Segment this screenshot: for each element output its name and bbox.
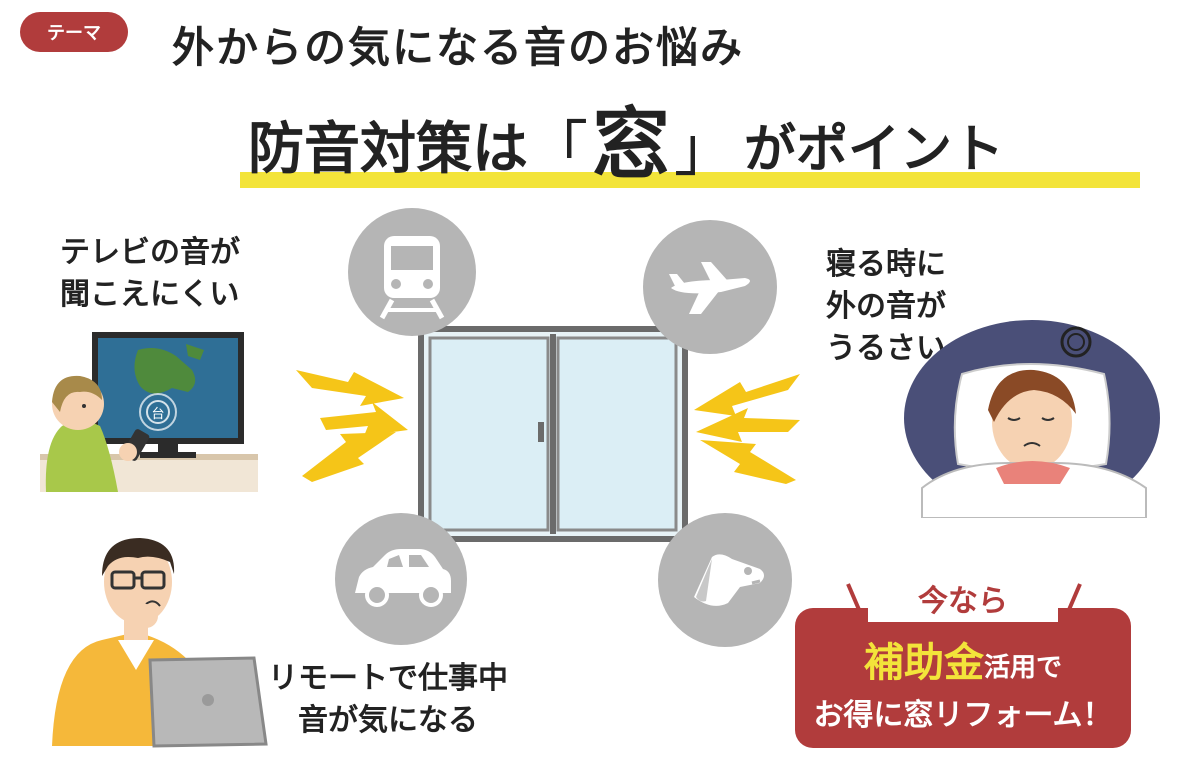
headline-part1: 防音対策は [248,117,528,182]
caption-sleep-line3: うるさい [826,331,946,366]
caption-tv: テレビの音が 聞こえにくい [60,232,240,316]
bracket-open: 「 [528,115,588,185]
train-icon [348,208,476,336]
promo-subsidy-text: 補助金 [863,640,984,686]
caption-work-line1: リモートで仕事中 [268,661,508,696]
theme-badge-label: テーマ [47,23,101,44]
headline-underline [240,172,1140,188]
theme-badge: テーマ [20,12,128,52]
caption-tv-line1: テレビの音が [60,235,240,270]
headline-part2: がポイント [744,120,1005,180]
typhoon-label: 台 [151,407,164,422]
subsidy-promo-box [795,608,1131,748]
lightning-bolt-icon [296,370,408,482]
promo-now-text: 今なら [918,584,1008,619]
subtitle: 外からの気になる音のお悩み [172,23,745,72]
tv-watching-illustration: 台 [40,332,258,492]
remote-worker-illustration [52,538,268,748]
window-illustration [418,326,688,542]
headline-window: 窓 [592,100,671,190]
bracket-close: 」 [674,115,735,185]
dog-icon [658,513,792,647]
caption-work-line2: 音が気になる [298,703,478,738]
promo-reform-line: お得に窓リフォーム！ [813,698,1113,733]
airplane-icon [643,220,777,354]
caption-sleep-line1: 寝る時に [826,247,946,282]
caption-sleep-line2: 外の音が [826,289,946,324]
lightning-bolt-icon [694,374,800,484]
promo-use-text: 活用で [983,653,1062,683]
promo-accent-lines [846,583,1082,613]
caption-work: リモートで仕事中 音が気になる [268,658,508,742]
promo-subsidy-line: 補助金活用で [795,630,1131,688]
car-icon [335,513,467,645]
headline: 防音対策は 「 窓 」 がポイント [248,105,1004,185]
promo-now-label: 今なら [868,574,1058,622]
sleeping-person-illustration [904,320,1160,518]
caption-tv-line2: 聞こえにくい [60,277,240,312]
caption-sleep: 寝る時に 外の音が うるさい [826,244,946,370]
